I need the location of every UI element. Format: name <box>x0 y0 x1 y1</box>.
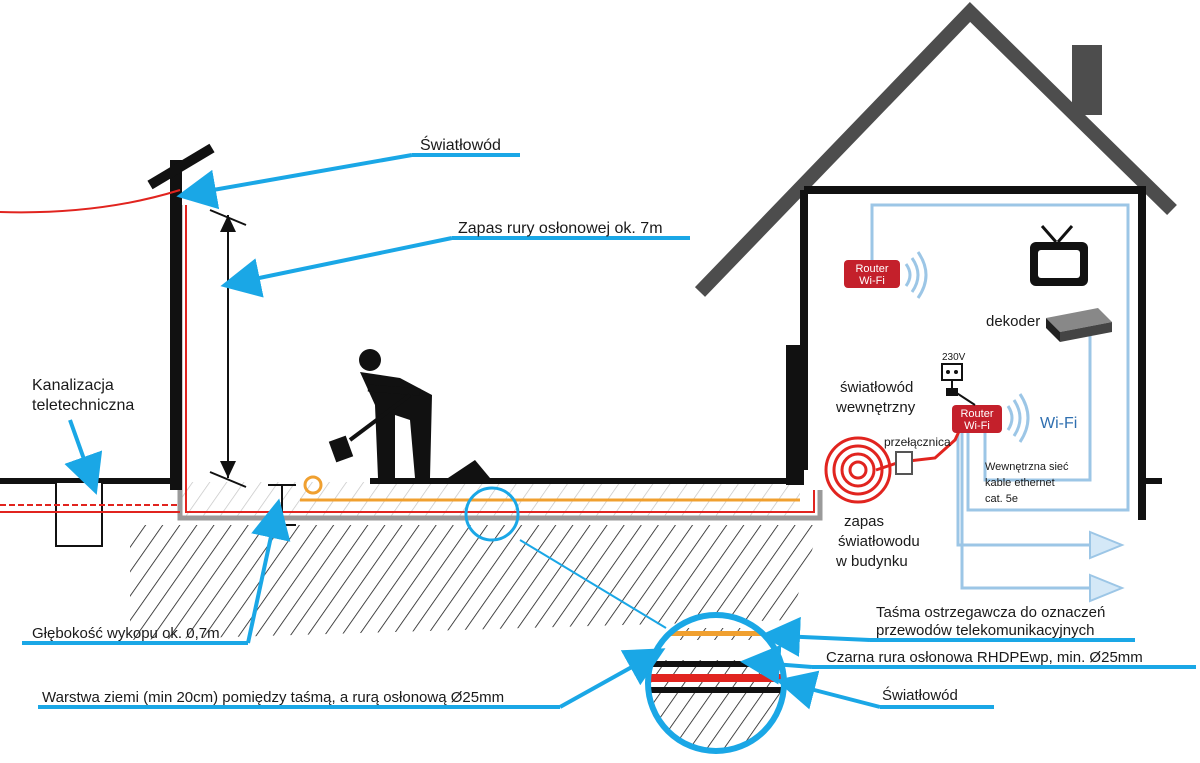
label-warning-tape-1: Taśma ostrzegawcza do oznaczeń <box>876 604 1105 621</box>
conduit-coil <box>303 475 323 495</box>
magnifier-connector <box>519 539 667 629</box>
label-trench-depth: Głębokość wykopu ok. 0,7m <box>32 625 220 642</box>
label-conduit-reserve: Zapas rury osłonowej ok. 7m <box>458 220 663 237</box>
label-fiber-reserve-3: w budynku <box>835 553 908 570</box>
label-telecom-duct-1: Kanalizacja <box>32 377 114 394</box>
label-patch-panel: przełącznica <box>884 435 951 449</box>
wifi-waves-icon <box>904 251 1030 443</box>
ethernet-arrow-2 <box>1089 573 1125 603</box>
label-decoder: dekoder <box>986 313 1040 330</box>
router-1: Router Wi-Fi <box>844 260 900 288</box>
worker-icon <box>328 349 490 478</box>
house <box>694 2 1177 520</box>
label-network-1: Wewnętrzna sieć <box>985 461 1069 473</box>
magnifier-source <box>464 486 520 542</box>
label-fiber-detail: Światłowód <box>882 686 958 704</box>
label-fiber-reserve-1: zapas <box>844 513 884 530</box>
label-wifi: Wi-Fi <box>1040 415 1077 432</box>
magnifier-detail <box>645 612 787 754</box>
patch-panel <box>895 451 913 475</box>
ethernet-network <box>870 203 1130 590</box>
label-black-conduit: Czarna rura osłonowa RHDPEwp, min. Ø25mm <box>826 649 1143 666</box>
router-1-sublabel: Wi-Fi <box>859 275 885 287</box>
label-fiber-reserve-2: światłowodu <box>838 533 920 550</box>
label-warning-tape-2: przewodów telekomunikacyjnych <box>876 622 1094 639</box>
router-1-label: Router <box>855 263 888 275</box>
power-plug-icon <box>941 363 976 406</box>
label-telecom-duct-2: teletechniczna <box>32 397 134 414</box>
label-fiber-pole: Światłowód <box>420 135 501 154</box>
label-voltage: 230V <box>942 352 966 363</box>
trench-conduit <box>177 205 823 521</box>
decoder-icon <box>1046 308 1112 342</box>
router-2-label: Router <box>960 408 993 420</box>
label-internal-fiber-2: wewnętrzny <box>835 399 916 416</box>
utility-pole <box>147 143 215 490</box>
router-2-sublabel: Wi-Fi <box>964 420 990 432</box>
overhead-fiber <box>0 189 181 214</box>
tv-icon <box>1030 225 1088 286</box>
fiber-coil <box>824 424 964 504</box>
router-2: Router Wi-Fi <box>952 405 1002 433</box>
label-soil-layer: Warstwa ziemi (min 20cm) pomiędzy taśmą,… <box>42 689 504 706</box>
reserve-measure <box>209 209 247 488</box>
label-internal-fiber-1: światłowód <box>840 379 913 396</box>
ethernet-arrow-1 <box>1089 530 1125 560</box>
callout-arrows <box>22 153 1196 710</box>
label-network-2: kable ethernet <box>985 477 1055 489</box>
label-network-3: cat. 5e <box>985 493 1018 505</box>
